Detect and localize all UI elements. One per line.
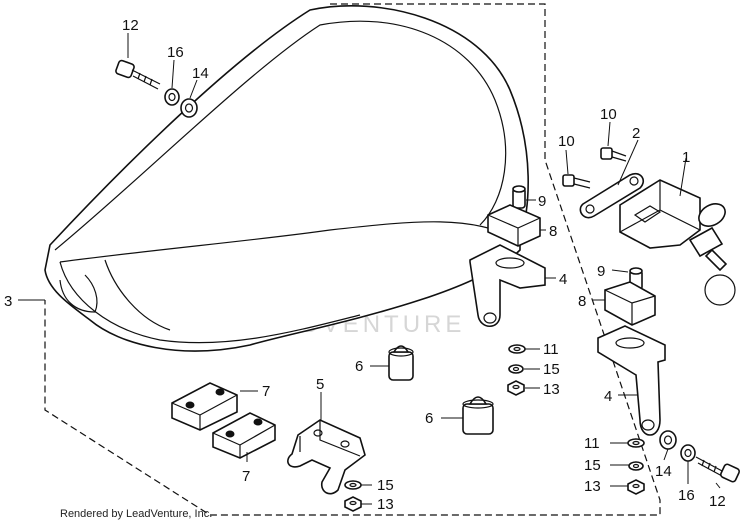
collar-9-upper	[512, 185, 526, 209]
callout-13-right: 13	[584, 478, 601, 495]
rubber-7-lower	[212, 412, 276, 459]
footer-credit: Rendered by LeadVenture, Inc.	[60, 508, 213, 520]
callout-7-upper: 7	[262, 383, 270, 400]
bolt-12-top	[115, 59, 161, 90]
callout-2: 2	[632, 125, 640, 142]
callout-4-upper: 4	[559, 271, 567, 288]
callout-8-lower: 8	[578, 293, 586, 310]
bracket-4-lower	[597, 325, 666, 436]
callout-6-upper: 6	[355, 358, 363, 375]
bolt-12-right	[695, 456, 741, 483]
washer-15-center	[508, 364, 524, 374]
callout-14-top: 14	[192, 65, 209, 82]
callout-7-lower: 7	[242, 468, 250, 485]
callout-1: 1	[682, 149, 690, 166]
callout-15-right: 15	[584, 457, 601, 474]
callout-11-center: 11	[543, 341, 559, 358]
callout-12-top: 12	[122, 17, 139, 34]
washer-16-top	[164, 88, 180, 106]
washer-15-right	[628, 461, 644, 471]
bracket-5	[287, 419, 366, 495]
nut-13-bottom	[344, 496, 362, 512]
callout-15-center: 15	[543, 361, 560, 378]
seat	[44, 5, 529, 352]
bolt-10-left	[562, 174, 591, 189]
seat-lock-1	[619, 179, 736, 306]
callout-13-center: 13	[543, 381, 560, 398]
callout-12-right: 12	[709, 493, 726, 510]
callout-9-upper: 9	[538, 193, 546, 210]
nut-13-right	[627, 479, 645, 495]
cushion-6-upper	[388, 345, 414, 381]
leader-lines	[18, 33, 721, 505]
washer-11-right	[627, 438, 645, 448]
callout-14-right: 14	[655, 463, 672, 480]
callout-15-bottom: 15	[377, 477, 394, 494]
washer-14-right	[659, 430, 677, 450]
callout-16-right: 16	[678, 487, 695, 504]
callout-numbers: 12 16 14 3 10 10 2 1 9 8 4 9 8 4 11 15 1…	[4, 17, 726, 513]
nut-13-center	[507, 380, 525, 396]
callout-3: 3	[4, 293, 12, 310]
callout-13-bottom: 13	[377, 496, 394, 513]
rubber-8-lower	[604, 281, 656, 326]
callout-9-lower: 9	[597, 263, 605, 280]
callout-8-upper: 8	[549, 223, 557, 240]
callout-10-right: 10	[600, 106, 617, 123]
plate-2	[579, 172, 645, 219]
callout-4-lower: 4	[604, 388, 612, 405]
bracket-4-upper	[469, 244, 546, 328]
callout-6-lower: 6	[425, 410, 433, 427]
washer-16-right	[680, 444, 696, 462]
bolt-10-right	[600, 147, 627, 162]
callout-10-left: 10	[558, 133, 575, 150]
cushion-6-lower	[462, 396, 494, 435]
assembly-frame	[44, 3, 661, 516]
washer-11-center	[508, 344, 526, 354]
washer-15-bottom	[344, 480, 362, 490]
washer-14-top	[180, 98, 198, 118]
callout-16-top: 16	[167, 44, 184, 61]
rubber-8-upper	[487, 204, 541, 247]
rubber-7-upper	[171, 382, 238, 431]
callout-11-right: 11	[584, 435, 600, 452]
callout-5: 5	[316, 376, 324, 393]
